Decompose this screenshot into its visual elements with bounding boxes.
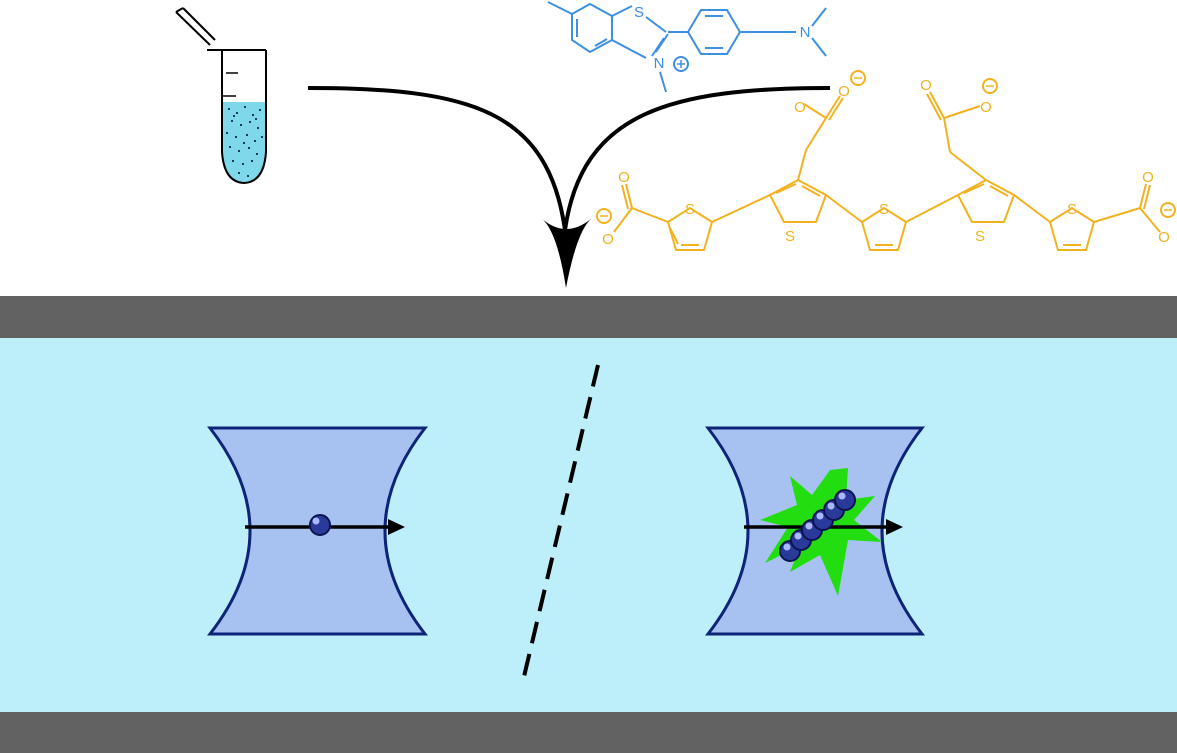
merge-arrowhead [541,218,592,288]
microfluidic-channel [0,296,1177,753]
thioflavin-t-structure [547,1,827,93]
merge-arrow-right-branch [563,86,831,231]
single-particle-icon [309,514,331,536]
thiophene-3-sulfur-label: S [879,201,889,218]
merge-arrow-icon [307,86,831,288]
flow-arrowhead-right [886,519,903,535]
carboxylate-right-oxygen-double: O [1142,169,1154,186]
aggregate-chain-icon [779,489,856,562]
side-chain-4-oxygen-double: O [920,77,932,94]
thiophene-5-sulfur-label: S [1067,201,1077,218]
ttf-sulfur-label: S [634,4,644,21]
oligothiophene-atoms: S S S S S O O O O O O O O [602,77,1170,248]
thioflavin-t-atoms: S N N [634,4,810,72]
tube-outline [221,50,267,185]
ttf-dimethylamine-nitrogen-label: N [800,24,811,41]
carboxylate-right-oxygen-single: O [1158,229,1170,246]
side-chain-2-oxygen-single: O [838,83,850,100]
side-chain-4-oxygen-single: O [980,99,992,116]
oligothiophene-structure [596,70,1176,251]
thiophene-1-sulfur-label: S [685,201,695,218]
thiophene-4-sulfur-label: S [975,228,985,245]
channel-top-wall [0,296,1177,338]
tube-particles [226,106,263,177]
carboxylate-left-oxygen-single: O [602,231,614,248]
merge-arrow-left-branch [307,86,567,231]
flow-arrowhead-left [388,519,405,535]
focal-volume-left [206,426,429,636]
side-chain-2-oxygen-double: O [794,99,806,116]
focal-volume-right [704,426,926,636]
carboxylate-left-oxygen-double: O [618,169,630,186]
ttf-nitrogen-label: N [654,55,665,72]
thiophene-2-sulfur-label: S [785,228,795,245]
microcentrifuge-tube-icon [175,7,267,185]
divider-dashed-line [520,364,600,686]
channel-bottom-wall [0,712,1177,753]
channel-fluid [0,338,1177,712]
pipette-icon [175,7,216,46]
